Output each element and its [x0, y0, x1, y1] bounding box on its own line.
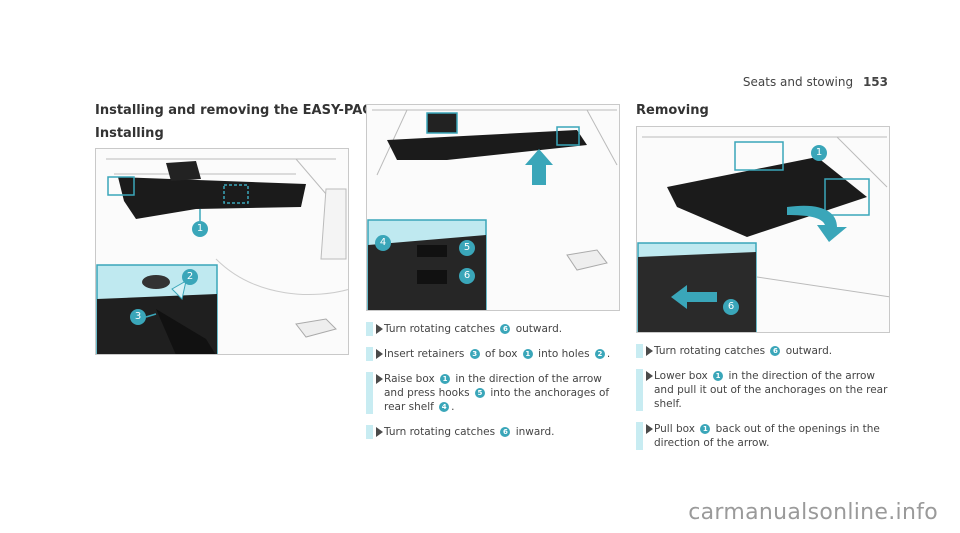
step-arrow-icon [376, 324, 383, 334]
callout-2: 2 [182, 269, 198, 285]
step-arrow-icon [646, 346, 653, 356]
callout-removing-6: 6 [723, 299, 739, 315]
page-number: 153 [862, 75, 888, 89]
callout-badge: 2 [594, 349, 605, 359]
callout-3: 3 [130, 309, 146, 325]
callout-badge: 4 [439, 402, 450, 412]
callout-4: 4 [375, 235, 391, 251]
callout-5: 5 [459, 240, 475, 256]
figure-removing: 1 6 [636, 126, 890, 333]
callout-1: 1 [192, 221, 208, 237]
step-arrow-icon [646, 371, 653, 381]
watermark: carmanualsonline.info [688, 500, 938, 525]
installing-step-3: Raise box 1 in the direction of the arro… [366, 372, 621, 414]
callout-badge: 1 [440, 374, 451, 384]
installing-step-4: Turn rotating catches 6 inward. [366, 425, 621, 439]
callout-badge: 1 [522, 349, 533, 359]
step-arrow-icon [376, 427, 383, 437]
installing-step-1: Turn rotating catches 6 outward. [366, 322, 621, 336]
page-title: Installing and removing the EASY-PACK bo… [95, 103, 451, 118]
installing-step-2: Insert retainers 3 of box 1 into holes 2… [366, 347, 621, 361]
step-arrow-icon [376, 374, 383, 384]
subtitle-removing: Removing [636, 103, 709, 118]
callout-badge: 6 [500, 324, 511, 334]
step-arrow-icon [646, 424, 653, 434]
removing-steps: Turn rotating catches 6 outward. Lower b… [636, 344, 891, 461]
figure-installing-2: 4 5 6 [366, 104, 620, 311]
figure-installing-1: 1 2 3 [95, 148, 349, 355]
step-arrow-icon [376, 349, 383, 359]
callout-badge: 3 [469, 349, 480, 359]
callout-badge: 1 [700, 424, 711, 434]
callout-badge: 1 [713, 371, 724, 381]
callout-badge: 6 [770, 346, 781, 356]
installing-steps: Turn rotating catches 6 outward. Insert … [366, 322, 621, 450]
subtitle-installing: Installing [95, 126, 164, 141]
section-name: Seats and stowing [742, 75, 854, 89]
page-header: Seats and stowing 153 [743, 75, 888, 89]
removing-step-2: Lower box 1 in the direction of the arro… [636, 369, 891, 411]
callout-badge: 6 [500, 427, 511, 437]
callout-removing-1: 1 [811, 145, 827, 161]
callout-6: 6 [459, 268, 475, 284]
removing-step-1: Turn rotating catches 6 outward. [636, 344, 891, 358]
callout-badge: 5 [474, 388, 485, 398]
removing-step-3: Pull box 1 back out of the openings in t… [636, 422, 891, 450]
